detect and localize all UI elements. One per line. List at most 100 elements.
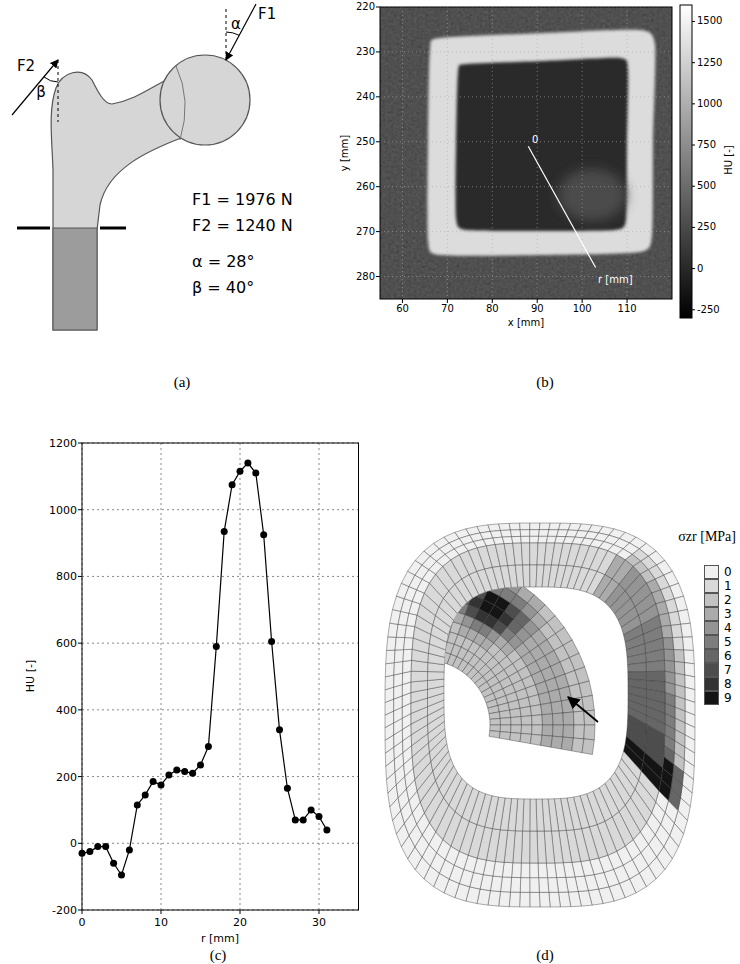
mesh-cell (414, 597, 425, 608)
mesh-cell (530, 892, 540, 907)
grid-line (240, 443, 241, 910)
axis-label: 70 (441, 304, 454, 314)
mesh-cell (502, 537, 512, 544)
mesh-cell (402, 671, 411, 684)
axis-label: 1250 (697, 58, 722, 68)
legend-text: 0 (724, 565, 732, 579)
mesh-cell (532, 725, 543, 735)
data-point (316, 813, 323, 820)
tick-mark (240, 910, 241, 914)
mesh-cell (437, 577, 451, 589)
grid-line (492, 7, 493, 299)
mesh-cell (415, 608, 425, 619)
mesh-cell (395, 556, 411, 568)
tick-mark (319, 910, 320, 914)
grid-line (447, 7, 448, 299)
data-point (110, 860, 117, 867)
mesh-cell (530, 705, 542, 716)
tick-mark (537, 299, 538, 303)
legend-text: 1 (724, 579, 732, 593)
tick-mark (376, 7, 380, 8)
mesh-cell (646, 671, 665, 682)
data-point (237, 468, 244, 475)
axis-label: 240 (356, 92, 375, 102)
data-point (150, 778, 157, 785)
axis-label: 270 (356, 227, 375, 237)
mesh-cell (499, 892, 511, 907)
mesh-cell (509, 892, 520, 907)
mesh-cell (561, 737, 573, 751)
cortical-ring (427, 30, 655, 256)
axis-label: 60 (396, 304, 409, 314)
axis-label: F2 (17, 59, 35, 74)
mesh-cell (399, 577, 413, 589)
mesh-cell (509, 523, 520, 530)
grid-line (380, 231, 672, 232)
mesh-cell (490, 718, 501, 725)
axis-label: 0 (70, 838, 77, 849)
mesh-cell (551, 701, 563, 714)
tick-mark (161, 910, 162, 914)
mesh-cell (521, 725, 532, 734)
tick-mark (376, 276, 380, 277)
mesh-cell (425, 618, 434, 629)
mesh-cell (538, 863, 548, 878)
axis-label: 30 (312, 917, 326, 928)
mesh-cell (490, 530, 502, 537)
mesh-cell (445, 599, 458, 612)
mesh-cell (511, 725, 522, 733)
axis-label: β (36, 85, 46, 100)
legend-swatch (704, 593, 719, 607)
articular-line (176, 66, 185, 140)
mesh-cell (410, 639, 418, 650)
mesh-cell (403, 597, 415, 609)
mesh-cell (521, 716, 532, 725)
mesh-cell (433, 618, 443, 630)
fixed-shaft (53, 228, 97, 330)
plot-frame (380, 7, 672, 299)
tick-mark (692, 103, 695, 104)
mesh-cell (530, 799, 537, 831)
mesh-cell (411, 671, 428, 682)
tick-mark (447, 299, 448, 303)
panel-label: (b) (536, 375, 554, 390)
mesh-cell (539, 892, 550, 907)
colorbar (680, 5, 692, 318)
axis-label: 100 (573, 304, 592, 314)
mesh-cell (663, 638, 674, 650)
mesh-cell (530, 831, 538, 863)
mesh-cell (394, 673, 403, 687)
mesh-cell (646, 660, 665, 671)
mesh-cell (546, 863, 556, 878)
mesh-cell (513, 543, 523, 565)
mesh-cell (671, 624, 683, 637)
mesh-cell (537, 831, 546, 863)
axis-label: 280 (356, 272, 375, 282)
tick-mark (78, 443, 82, 444)
tick-mark (78, 576, 82, 577)
grid-line (82, 709, 359, 710)
axis-label: 200 (56, 771, 77, 782)
axis-label: 1500 (697, 16, 722, 26)
axis-label: 230 (356, 47, 375, 57)
mesh-cell (436, 651, 444, 663)
mesh-cell (439, 556, 455, 568)
mesh-cell (539, 878, 549, 893)
mesh-cell (417, 629, 425, 640)
mesh-cell (410, 555, 425, 566)
mesh-cell (510, 877, 520, 892)
mesh-cell (510, 530, 520, 537)
mesh-cell (575, 667, 589, 684)
data-point (86, 848, 93, 855)
mesh-cell (500, 530, 511, 537)
mesh-cell (628, 686, 647, 698)
medullary-cavity (456, 58, 629, 231)
tick-mark (78, 843, 82, 844)
legend-swatch (704, 607, 719, 621)
data-point (221, 528, 228, 535)
legend-text: 7 (724, 663, 732, 677)
data-point (165, 771, 172, 778)
mesh-cell (435, 597, 447, 609)
pointer-arrow (568, 697, 598, 722)
